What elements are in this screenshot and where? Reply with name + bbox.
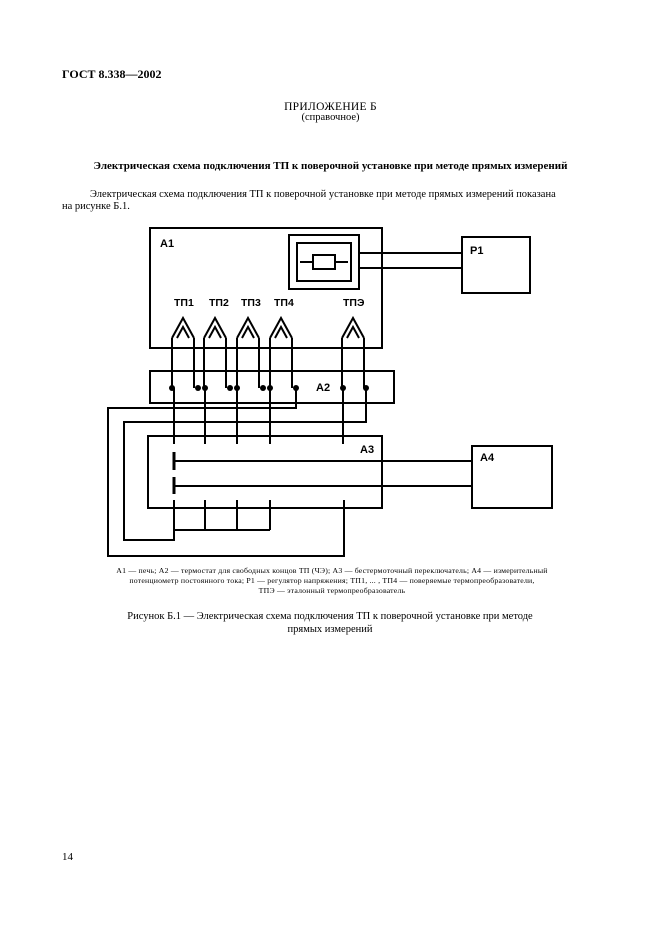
caption-line-1: Рисунок Б.1 — Электрическая схема подклю… bbox=[127, 611, 533, 622]
label-tp3: ТП3 bbox=[241, 297, 261, 309]
label-a3: А3 bbox=[360, 444, 374, 456]
figure-caption: Рисунок Б.1 — Электрическая схема подклю… bbox=[80, 611, 580, 636]
label-a1: А1 bbox=[160, 238, 174, 250]
regulator-p1-box bbox=[461, 236, 531, 294]
appendix-subtitle: (справочное) bbox=[301, 112, 360, 123]
thermocouple-tpe-junction bbox=[341, 315, 365, 339]
caption-line-2: прямых измерений bbox=[287, 623, 373, 635]
figure-legend: А1 — печь; А2 — термостат для свободных … bbox=[62, 566, 602, 596]
legend-line-2: потенциометр постоянного тока; Р1 — регу… bbox=[129, 576, 535, 585]
legend-line-3: ТПЭ — эталонный термопреобразователь bbox=[258, 586, 406, 595]
document-code: ГОСТ 8.338—2002 bbox=[62, 67, 162, 81]
a2-to-a3-wires bbox=[107, 388, 367, 557]
thermocouple-legs bbox=[171, 338, 365, 388]
heater-outer-box bbox=[288, 234, 360, 290]
thermocouple-tp2-junction bbox=[203, 315, 227, 339]
section-title: Электрическая схема подключения ТП к пов… bbox=[93, 160, 568, 172]
paragraph-line-2: на рисунке Б.1. bbox=[62, 201, 130, 212]
label-p1: Р1 bbox=[470, 245, 483, 257]
heater-inner-box bbox=[296, 242, 352, 282]
switch-a3-box bbox=[147, 435, 383, 509]
a3-bottom-taps bbox=[173, 500, 271, 531]
label-tp2: ТП2 bbox=[209, 297, 229, 309]
label-tp4: ТП4 bbox=[274, 297, 294, 309]
label-tpe: ТПЭ bbox=[343, 297, 365, 309]
potentiometer-a4-box bbox=[471, 445, 553, 509]
appendix-title: ПРИЛОЖЕНИЕ Б bbox=[284, 101, 377, 113]
label-a2: А2 bbox=[316, 382, 330, 394]
paragraph-line-1: Электрическая схема подключения ТП к пов… bbox=[90, 189, 556, 200]
thermocouple-tp3-junction bbox=[236, 315, 260, 339]
thermocouple-tp1-junction bbox=[171, 315, 195, 339]
heater-resistor bbox=[312, 254, 336, 270]
legend-line-1: А1 — печь; А2 — термостат для свободных … bbox=[116, 566, 548, 575]
thermocouple-tp4-junction bbox=[269, 315, 293, 339]
label-a4: А4 bbox=[480, 452, 495, 464]
label-tp1: ТП1 bbox=[174, 297, 194, 309]
thermostat-a2-box bbox=[149, 370, 395, 404]
furnace-a1-box bbox=[149, 227, 383, 349]
page-number: 14 bbox=[62, 851, 73, 863]
